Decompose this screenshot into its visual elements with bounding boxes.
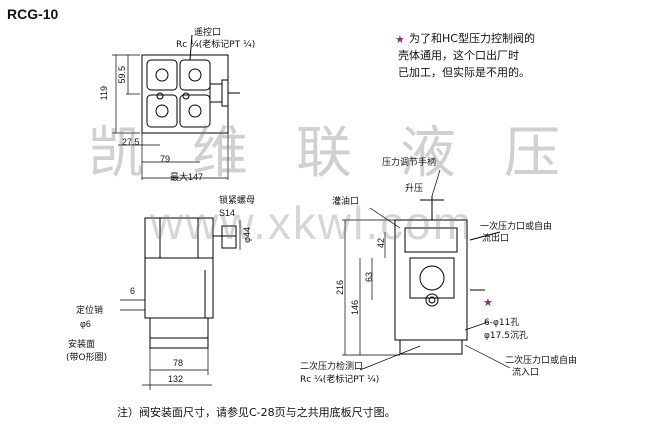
dim-216: 216 [335,280,345,296]
note-line-3: 已加工，但实际是不用的。 [398,66,530,79]
dim-146: 146 [350,300,360,316]
dim-27-5: 27.5 [122,137,140,147]
secondary-out-label: 一次压力口或自由 [480,222,553,232]
watermark-url: www.xkwl.com [150,197,474,249]
note-line-2: 壳体通用，这个口出厂时 [398,49,519,62]
oil-fill-label: 灌油口 [332,197,360,207]
gauge-port-thread: Rc ¼(老标记PT ¼) [300,375,380,385]
rise-label: 升压 [405,184,424,194]
watermark-company: 凯维联液压 [88,121,608,186]
note-line-1: 为了和HC型压力控制阀的 [409,32,535,45]
inlet-label-2: 流入口 [512,368,540,378]
dim-max-147: 最大147 [170,172,204,182]
dim-79: 79 [160,154,171,164]
locating-pin-label: 定位销 [76,306,104,316]
locating-pin-size: φ6 [80,319,91,329]
lock-nut-size: S14 [219,208,236,218]
mounting-face-sub: (带O形圈) [66,353,108,363]
secondary-out-label-2: 流出口 [482,234,510,244]
gauge-port-label: 二次压力检测口 [300,362,364,372]
vent-port-label: 遥控口 [194,28,222,38]
dim-132: 132 [168,374,184,384]
pressure-knob-label: 压力调节手柄 [382,158,437,168]
lock-nut-label: 锁紧螺母 [219,196,256,206]
star-marker-icon: ★ [483,296,493,309]
mounting-face-label: 安装面 [68,340,96,350]
vent-port-thread: Rc ¼(老标记PT ¼) [176,40,256,50]
dim-63: 63 [364,272,374,283]
inlet-label-1: 二次压力口或自由 [505,356,578,366]
footer-note: 注）阀安装面尺寸，请参见C-28页与之共用底板尺寸图。 [117,406,396,419]
holes-label-2: φ17.5沉孔 [484,331,528,341]
dim-6: 6 [130,286,136,296]
model-title: RCG-10 [7,6,59,22]
dim-phi44: φ44 [242,227,252,243]
dim-42: 42 [376,238,386,249]
dim-59-5: 59.5 [117,66,127,84]
dim-78: 78 [173,358,184,368]
holes-label-1: 6-φ11孔 [484,318,520,328]
star-icon: ★ [395,33,405,46]
dim-119: 119 [99,86,109,101]
